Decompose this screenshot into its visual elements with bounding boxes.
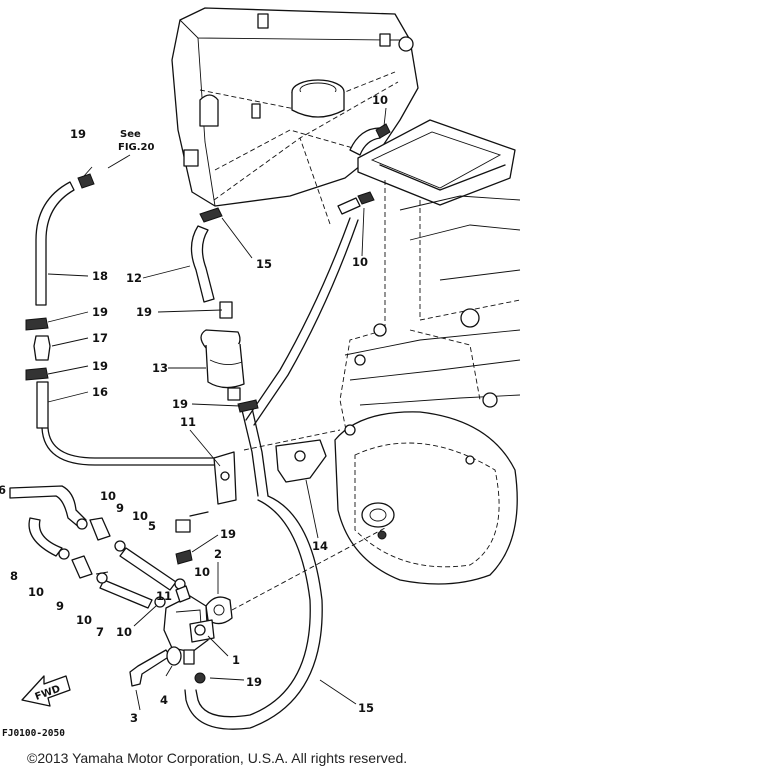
callout-11: 11 bbox=[180, 415, 196, 429]
callout-19: 19 bbox=[92, 359, 108, 373]
callout-10: 10 bbox=[100, 489, 116, 503]
reference-lines bbox=[213, 81, 399, 611]
fuel-tank bbox=[171, 7, 419, 207]
callout-12: 12 bbox=[126, 271, 142, 285]
callout-10: 10 bbox=[132, 509, 148, 523]
callout-19: 19 bbox=[92, 305, 108, 319]
callout-7: 7 bbox=[96, 625, 104, 639]
callout-4: 4 bbox=[160, 693, 168, 707]
callout-17: 17 bbox=[92, 331, 108, 345]
callout-10: 10 bbox=[352, 255, 368, 269]
fuel-filter bbox=[200, 301, 245, 401]
callout-15: 15 bbox=[358, 701, 374, 715]
callout-15: 15 bbox=[256, 257, 272, 271]
leader-lines bbox=[47, 107, 387, 711]
callout-9: 9 bbox=[56, 599, 64, 613]
figure-code: FJ0100-2050 bbox=[2, 728, 65, 739]
callout-10: 10 bbox=[28, 585, 44, 599]
copyright-notice: ©2013 Yamaha Motor Corporation, U.S.A. A… bbox=[27, 750, 408, 766]
callout-10: 10 bbox=[372, 93, 388, 107]
screw-and-washer bbox=[129, 646, 206, 687]
callout-8: 8 bbox=[10, 569, 18, 583]
clamps-and-fittings bbox=[25, 123, 391, 625]
callout-19: 19 bbox=[246, 675, 262, 689]
callout-19: 19 bbox=[220, 527, 236, 541]
callout-9: 9 bbox=[116, 501, 124, 515]
callout-2: 2 bbox=[214, 547, 222, 561]
fuel-cock bbox=[163, 585, 215, 665]
callout-16: 16 bbox=[92, 385, 108, 399]
callout-fig20: FIG.20 bbox=[118, 142, 155, 153]
callout-19: 19 bbox=[136, 305, 152, 319]
callout-19: 19 bbox=[70, 127, 86, 141]
air-box bbox=[357, 119, 516, 206]
callout-10: 10 bbox=[76, 613, 92, 627]
fuel-hoses bbox=[9, 127, 381, 730]
engine-block bbox=[334, 180, 521, 585]
callout-10: 10 bbox=[116, 625, 132, 639]
callout-11: 11 bbox=[156, 589, 172, 603]
callout-1: 1 bbox=[232, 653, 240, 667]
callout-10: 10 bbox=[194, 565, 210, 579]
callout-14: 14 bbox=[312, 539, 328, 553]
callout-3: 3 bbox=[130, 711, 138, 725]
callout-6: 6 bbox=[0, 483, 6, 497]
callout-see: See bbox=[120, 129, 141, 140]
callout-13: 13 bbox=[152, 361, 168, 375]
callout-19: 19 bbox=[172, 397, 188, 411]
forward-arrow-icon: FWD bbox=[21, 675, 71, 707]
callout-labels: 19 See FIG.20 18 19 17 19 16 12 15 19 13… bbox=[0, 93, 388, 725]
callout-5: 5 bbox=[148, 519, 156, 533]
callout-18: 18 bbox=[92, 269, 108, 283]
